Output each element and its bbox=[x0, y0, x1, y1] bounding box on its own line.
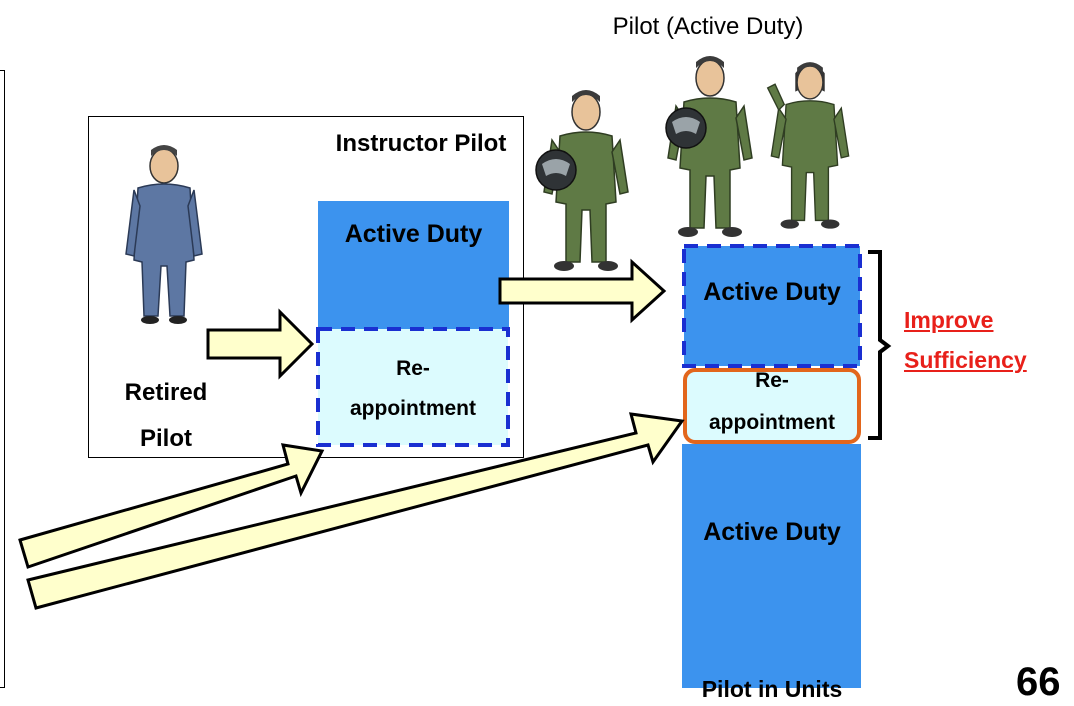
instructor-pilot-label: Instructor Pilot bbox=[335, 130, 507, 157]
arrow-lower-to-units bbox=[26, 412, 685, 610]
pilot-figure-2 bbox=[665, 55, 753, 238]
instructor-reappointment-block bbox=[318, 329, 508, 445]
retired-pilot-label-2: Pilot bbox=[140, 425, 192, 452]
instructor-reappointment-label-1: Re- bbox=[396, 357, 430, 380]
bracket-icon bbox=[868, 250, 892, 440]
units-active-duty-bottom-block bbox=[682, 444, 861, 688]
units-active-duty-top-label: Active Duty bbox=[703, 278, 841, 306]
units-reappointment-label-2: appointment bbox=[709, 411, 835, 434]
top-label: Pilot (Active Duty) bbox=[612, 13, 804, 40]
left-frame bbox=[0, 70, 5, 688]
instructor-reappointment-label-2: appointment bbox=[350, 397, 476, 420]
pilot-in-units-label: Pilot in Units bbox=[701, 676, 843, 702]
pilot-figure-1 bbox=[535, 89, 629, 272]
improve-label-1: Improve bbox=[904, 307, 994, 333]
arrow-instructor-to-units bbox=[498, 258, 667, 324]
units-active-duty-bottom-label: Active Duty bbox=[703, 518, 841, 546]
units-reappointment-label-1: Re- bbox=[755, 369, 789, 392]
pilot-figure-3 bbox=[766, 61, 850, 230]
instructor-active-duty-label: Active Duty bbox=[344, 220, 483, 248]
retired-pilot-figure bbox=[125, 145, 203, 324]
page-number: 66 bbox=[1016, 660, 1061, 704]
improve-label-2: Sufficiency bbox=[904, 347, 1027, 373]
units-active-duty-top-block bbox=[684, 246, 860, 366]
units-reappointment-block bbox=[683, 368, 861, 444]
instructor-active-duty-block bbox=[318, 201, 509, 329]
retired-pilot-label-1: Retired bbox=[124, 379, 208, 406]
arrow-lower-to-instructor bbox=[18, 443, 325, 569]
arrow-retired-to-instructor bbox=[206, 308, 315, 380]
